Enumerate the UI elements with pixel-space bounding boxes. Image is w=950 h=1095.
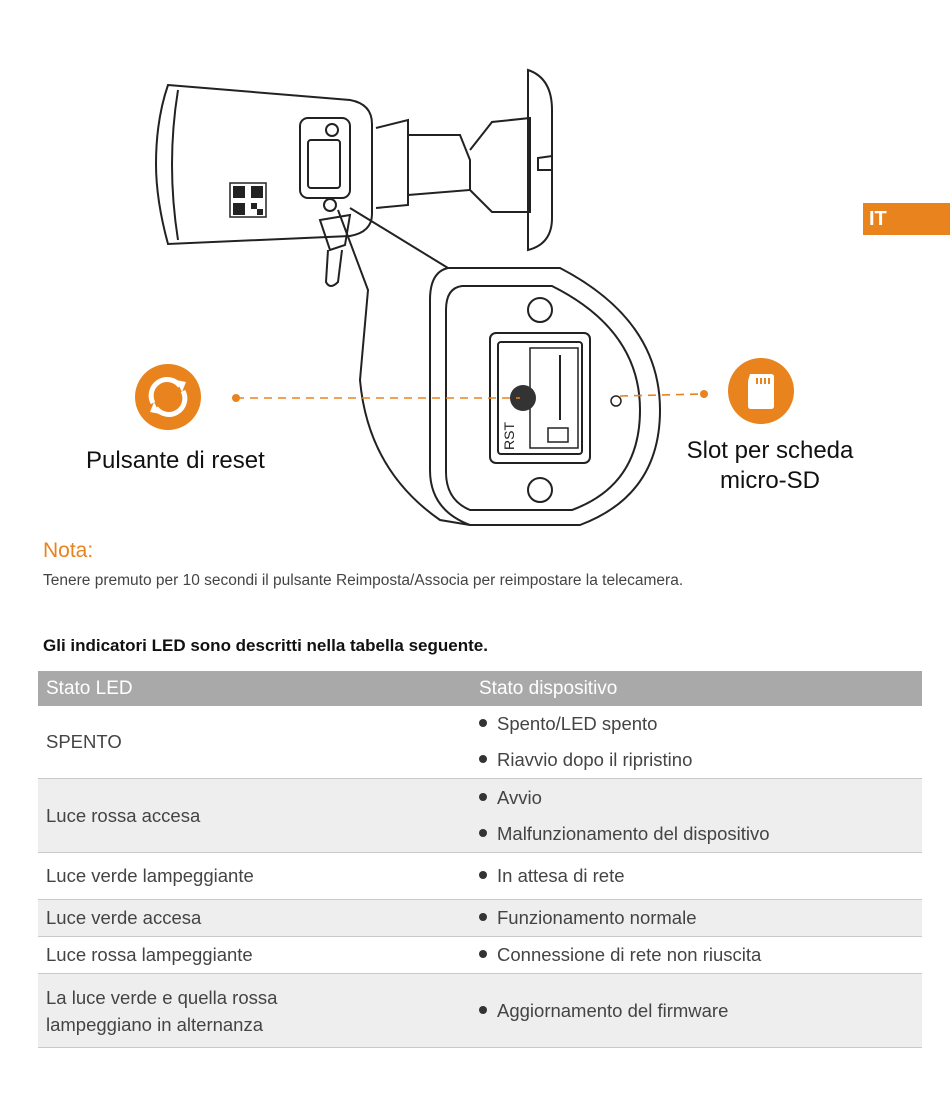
device-state-cell: Aggiornamento del firmware [458,973,922,1048]
reset-button-hole [510,385,536,411]
device-state-item: Aggiornamento del firmware [479,993,922,1029]
device-state-item: Spento/LED spento [479,706,922,742]
device-state-cell: In attesa di rete [458,852,922,900]
led-state-cell: SPENTO [38,706,458,779]
rst-text: RST [501,422,517,450]
zoom-callout [429,267,662,526]
device-state-item: Malfunzionamento del dispositivo [479,816,922,852]
sd-slot-label-line2: micro-SD [720,467,820,494]
device-state-item: In attesa di rete [479,858,922,894]
table-row: Luce verde accesa Funzionamento normale [38,899,922,937]
device-state-item: Avvio [479,780,922,816]
table-row: Luce verde lampeggiante In attesa di ret… [38,852,922,900]
table-row: La luce verde e quella rossa lampeggiano… [38,973,922,1048]
led-state-line: lampeggiano in alternanza [46,1013,264,1035]
note-text: Tenere premuto per 10 secondi il pulsant… [43,572,684,589]
led-state-line: La luce verde e quella rossa [46,986,278,1008]
sd-slot-label: Slot per scheda micro-SD [660,436,880,496]
device-state-item: Funzionamento normale [479,900,922,936]
sd-slot-label-line1: Slot per scheda [686,437,854,464]
sync-arrows-icon [135,364,201,430]
camera-diagram: RST [135,68,794,526]
table-header-row: Stato LED Stato dispositivo [38,671,922,706]
camera-lens-hood [154,83,373,246]
column-header-device-state: Stato dispositivo [458,671,922,706]
device-state-cell: Connessione di rete non riuscita [458,936,922,974]
led-status-table: Stato LED Stato dispositivo SPENTO Spent… [38,671,922,1048]
led-state-cell: La luce verde e quella rossa lampeggiano… [38,973,458,1048]
note-title: Nota: [43,539,94,562]
device-state-item: Connessione di rete non riuscita [479,937,922,973]
device-state-cell: Avvio Malfunzionamento del dispositivo [458,778,922,853]
sd-card-icon [728,358,794,424]
reset-button-label: Pulsante di reset [86,447,265,474]
led-state-cell: Luce rossa accesa [38,778,458,853]
led-state-cell: Luce rossa lampeggiante [38,936,458,974]
column-header-led-state: Stato LED [38,671,458,706]
language-tab: IT [863,203,950,235]
led-state-cell: Luce verde lampeggiante [38,852,458,900]
table-row: SPENTO Spento/LED spento Riavvio dopo il… [38,706,922,779]
table-row: Luce rossa lampeggiante Connessione di r… [38,936,922,974]
table-row: Luce rossa accesa Avvio Malfunzionamento… [38,778,922,853]
table-heading: Gli indicatori LED sono descritti nella … [43,636,488,655]
device-state-item: Riavvio dopo il ripristino [479,742,922,778]
qr-code-icon [229,182,267,218]
led-state-cell: Luce verde accesa [38,899,458,937]
device-state-cell: Funzionamento normale [458,899,922,937]
device-state-cell: Spento/LED spento Riavvio dopo il ripris… [458,706,922,779]
